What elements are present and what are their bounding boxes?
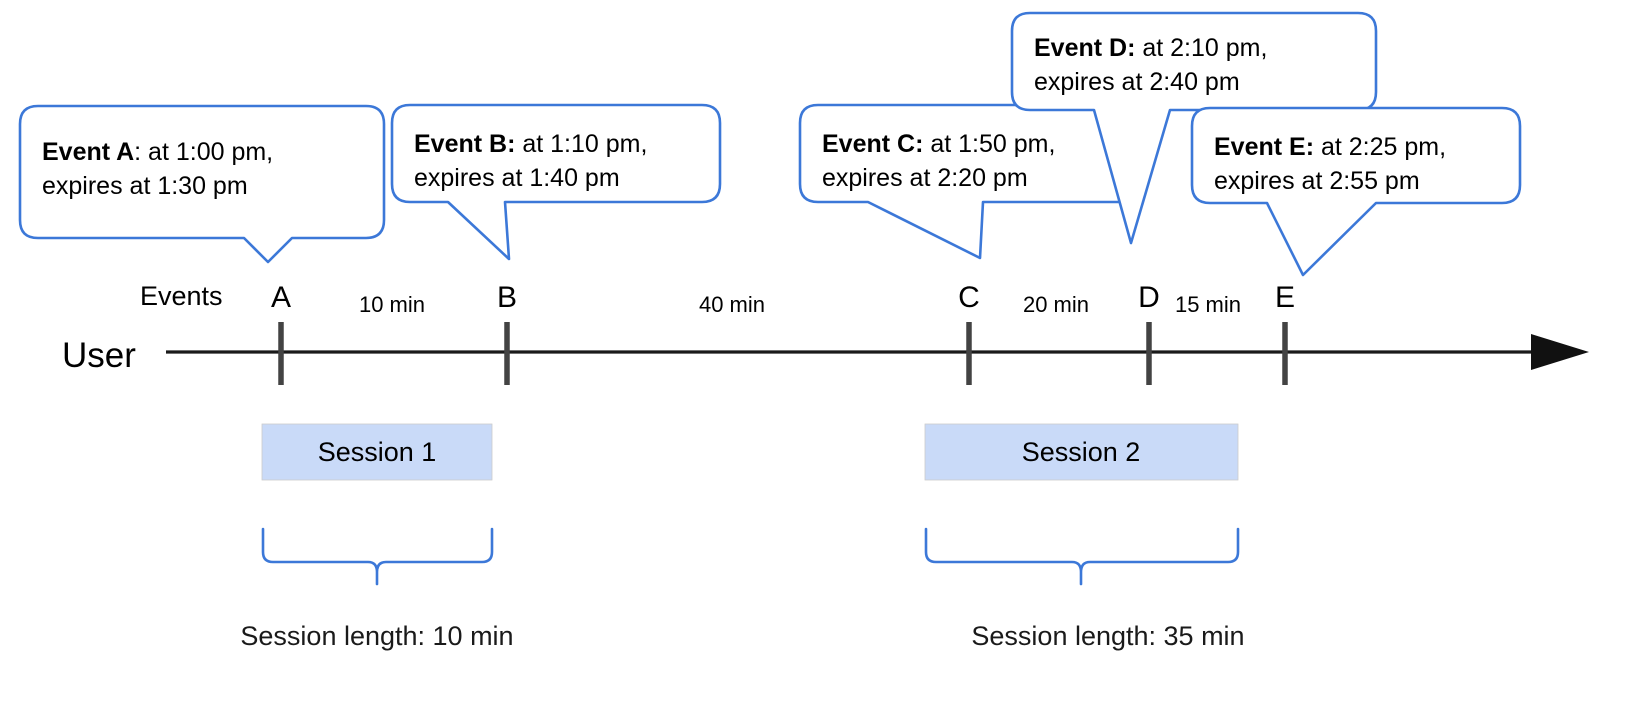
callout-e-shape (1190, 106, 1522, 277)
session-2-brace (924, 527, 1240, 586)
session-2-box[interactable] (924, 423, 1239, 481)
session-2-label: Session 2 (1022, 437, 1141, 467)
callout-c-detail1: at 1:50 pm, (923, 130, 1055, 158)
event-letter-b: B (497, 281, 517, 314)
callout-b-line2: expires at 1:40 pm (414, 164, 620, 192)
event-letter-e: E (1275, 281, 1295, 314)
callout-event-c[interactable]: Event C: at 1:50 pm, expires at 2:20 pm (798, 103, 1138, 260)
event-letter-c: C (958, 281, 980, 314)
callout-event-a[interactable]: Event A: at 1:00 pm, expires at 1:30 pm (18, 104, 386, 264)
gap-label-d-e: 15 min (1175, 292, 1241, 317)
callout-c-line2: expires at 2:20 pm (822, 164, 1028, 192)
callout-b-line1: Event B: at 1:10 pm, (414, 130, 647, 158)
callout-d-shape (1010, 11, 1378, 245)
session-1-label: Session 1 (318, 437, 437, 467)
callout-b-lead: Event B: (414, 130, 515, 158)
callout-a-line1: Event A: at 1:00 pm, (42, 138, 273, 166)
callout-d-lead: Event D: (1034, 34, 1135, 62)
session-1-brace (261, 527, 494, 586)
callout-b-detail1: at 1:10 pm, (515, 130, 647, 158)
callout-a-line2: expires at 1:30 pm (42, 172, 248, 200)
gap-label-b-c: 40 min (699, 292, 765, 317)
callout-e-lead: Event E: (1214, 133, 1314, 161)
session-2-length-label: Session length: 35 min (971, 621, 1244, 651)
callout-c-line1: Event C: at 1:50 pm, (822, 130, 1055, 158)
callout-event-d[interactable]: Event D: at 2:10 pm, expires at 2:40 pm (1010, 11, 1378, 245)
session-1-box[interactable] (261, 423, 493, 481)
user-row-label: User (62, 336, 136, 375)
event-letter-a: A (271, 281, 291, 314)
callout-d-line2: expires at 2:40 pm (1034, 68, 1240, 96)
callout-d-detail1: at 2:10 pm, (1135, 34, 1267, 62)
gap-label-a-b: 10 min (359, 292, 425, 317)
callout-d-line1: Event D: at 2:10 pm, (1034, 34, 1267, 62)
callout-event-b[interactable]: Event B: at 1:10 pm, expires at 1:40 pm (390, 103, 722, 261)
session-2-group[interactable]: Session 2 Session length: 35 min (924, 423, 1245, 651)
session-1-length-label: Session length: 10 min (240, 621, 513, 651)
callout-a-lead: Event A (42, 138, 134, 166)
callout-e-detail1: at 2:25 pm, (1314, 133, 1446, 161)
events-row-label: Events (140, 281, 223, 311)
callout-event-e[interactable]: Event E: at 2:25 pm, expires at 2:55 pm (1190, 106, 1522, 277)
callout-a-detail1: at 1:00 pm, (141, 138, 273, 166)
timeline-arrow-icon (1531, 334, 1589, 370)
callout-e-line2: expires at 2:55 pm (1214, 167, 1420, 195)
callout-c-lead: Event C: (822, 130, 923, 158)
event-letter-d: D (1138, 281, 1160, 314)
gap-label-c-d: 20 min (1023, 292, 1089, 317)
callout-a-shape (18, 104, 386, 264)
session-1-group[interactable]: Session 1 Session length: 10 min (240, 423, 514, 651)
callout-e-line1: Event E: at 2:25 pm, (1214, 133, 1446, 161)
callout-a-sep: : (134, 138, 141, 166)
callout-b-shape (390, 103, 722, 261)
